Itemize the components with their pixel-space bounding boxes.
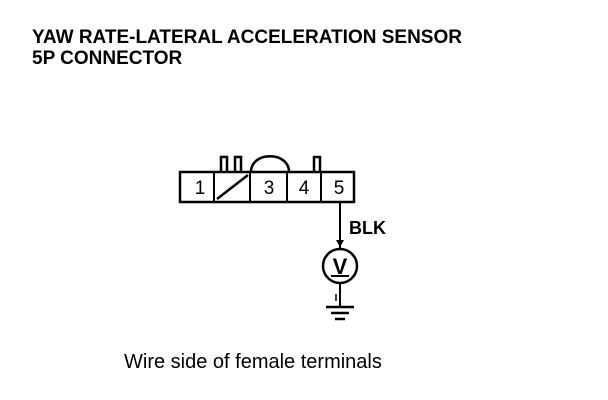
- ground-icon: [326, 305, 354, 321]
- title-line-2: 5P CONNECTOR: [32, 48, 183, 69]
- terminal-1-label: 1: [195, 178, 206, 199]
- locking-tab-left-a: [219, 155, 229, 172]
- connector-locking-tabs: [219, 155, 322, 173]
- locking-tab-left-b: [233, 155, 243, 172]
- title-line-1: YAW RATE-LATERAL ACCELERATION SENSOR: [32, 27, 462, 48]
- wire-color-label: BLK: [349, 218, 386, 238]
- probe-arrow: [336, 240, 344, 247]
- terminal-5-label: 5: [334, 178, 345, 199]
- blank-cavity-slash: [216, 174, 249, 200]
- locking-tab-right: [312, 155, 322, 172]
- connector-latch-hump: [249, 155, 291, 173]
- connector-outline: [178, 170, 356, 204]
- terminal-4-label: 4: [299, 178, 310, 199]
- title-block: YAW RATE-LATERAL ACCELERATION SENSOR 5P …: [32, 27, 462, 69]
- terminal-3-label: 3: [264, 178, 275, 199]
- connector-body: [178, 170, 356, 204]
- voltmeter-symbol: V: [333, 254, 348, 279]
- diagram-caption: Wire side of female terminals: [124, 351, 382, 373]
